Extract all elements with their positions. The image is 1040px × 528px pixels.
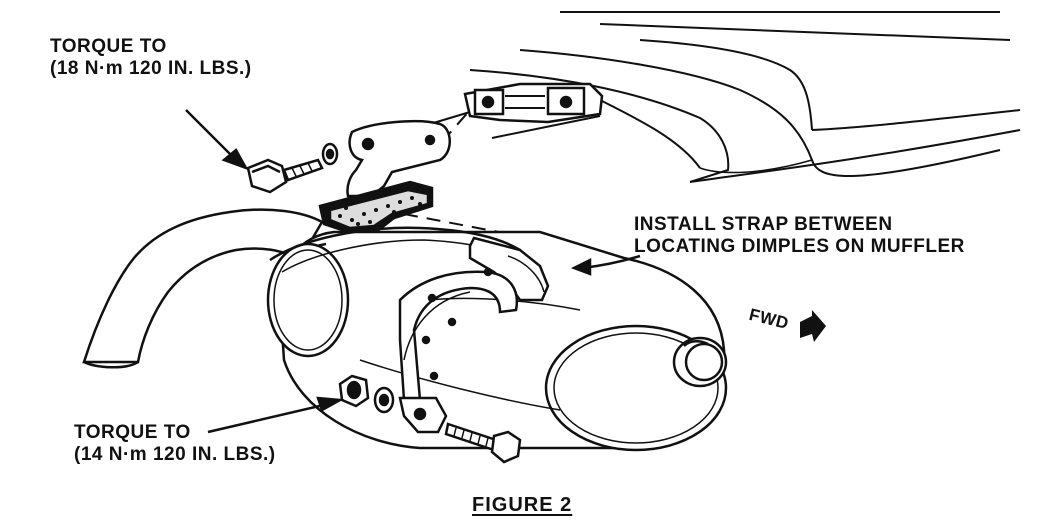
upper-washer — [321, 142, 339, 166]
upper-torque-line1: TORQUE TO — [50, 36, 167, 57]
lower-torque-line1: TORQUE TO — [74, 422, 191, 443]
lower-washer — [373, 386, 395, 414]
upper-torque-callout: TORQUE TO (18 N·m 120 IN. LBS.) — [50, 36, 252, 80]
figure-caption: FIGURE 2 — [472, 494, 573, 516]
upper-torque-line2: (18 N·m 120 IN. LBS.) — [50, 58, 252, 79]
upper-hanger-bracket — [463, 82, 604, 124]
strap-install-line1: INSTALL STRAP BETWEEN — [634, 214, 893, 235]
strap-clamp — [398, 396, 448, 434]
strap-install-callout: INSTALL STRAP BETWEEN LOCATING DIMPLES O… — [634, 214, 965, 258]
upper-bolt — [246, 158, 324, 194]
lower-torque-line2: (14 N·m 120 IN. LBS.) — [74, 444, 276, 465]
exhaust-pipe — [82, 208, 324, 369]
lower-nut — [338, 374, 370, 408]
fwd-arrow-icon — [800, 310, 826, 342]
callout-arrows — [185, 109, 641, 434]
lower-bolt — [444, 422, 522, 464]
lower-torque-callout: TORQUE TO (14 N·m 120 IN. LBS.) — [74, 422, 276, 466]
rubber-insulator — [318, 180, 434, 234]
strap-install-line2: LOCATING DIMPLES ON MUFFLER — [634, 236, 965, 257]
vehicle-floor-pan — [429, 11, 1021, 183]
hanger-plate — [346, 119, 451, 198]
